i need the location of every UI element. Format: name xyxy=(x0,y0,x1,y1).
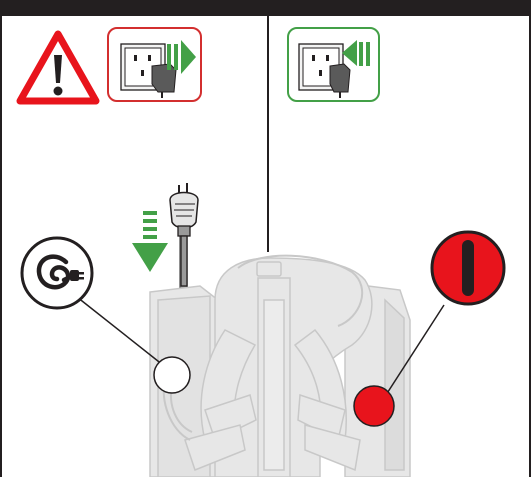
vacuum-appliance xyxy=(149,229,411,477)
cable-rewind-icon xyxy=(20,236,94,310)
power-button-marker xyxy=(353,385,395,427)
power-plug-icon xyxy=(169,183,199,287)
cable-callout xyxy=(20,236,191,394)
plug-into-socket-icon xyxy=(287,27,380,102)
power-callout xyxy=(353,230,506,427)
cable-location-marker xyxy=(153,356,191,394)
unplug-from-socket-icon xyxy=(107,27,202,102)
header-bar xyxy=(0,0,531,16)
down-arrow-icon xyxy=(132,211,168,272)
warning-triangle-icon xyxy=(16,30,100,105)
